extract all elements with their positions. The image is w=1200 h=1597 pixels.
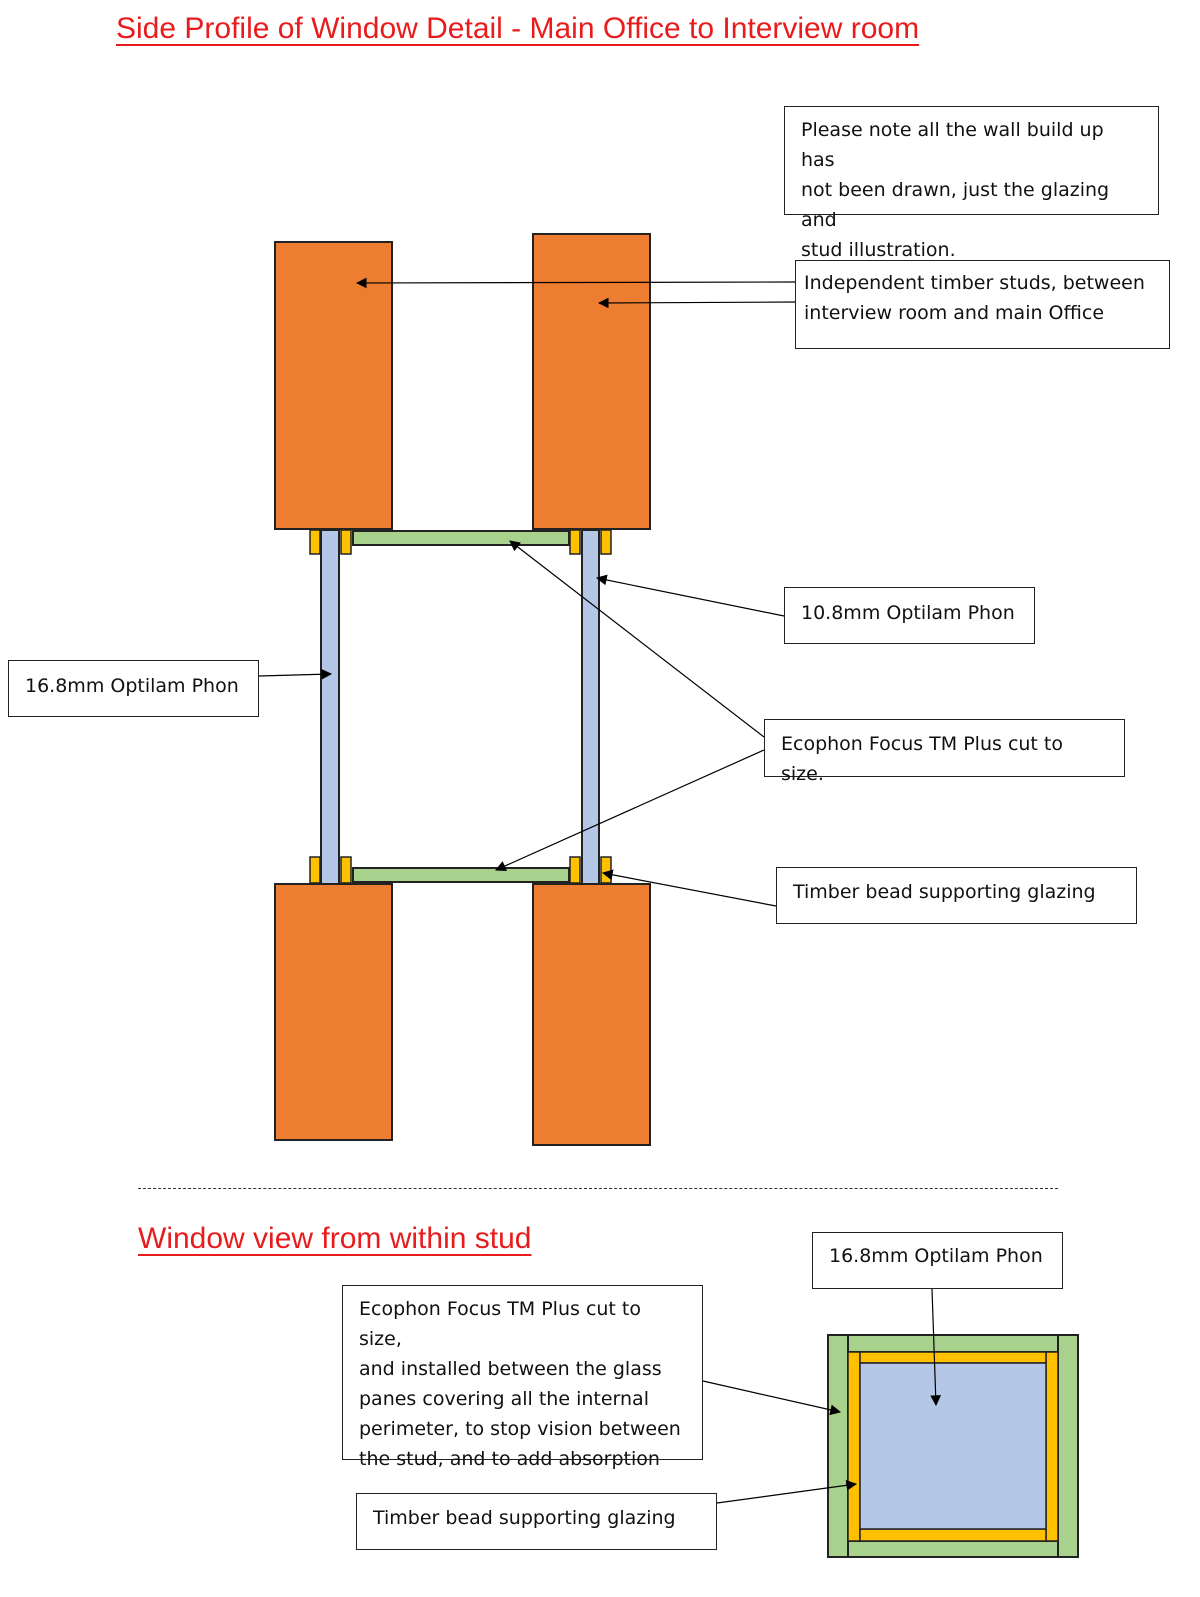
arrow-ecophon-bottom xyxy=(495,749,765,871)
view-bead-bottom xyxy=(859,1528,1047,1542)
ecophon-strip-bottom xyxy=(352,867,570,883)
bead-bottom-r2 xyxy=(600,856,612,884)
glass-16-8-side-label-box: 16.8mm Optilam Phon xyxy=(8,660,259,717)
studs-label-line: interview room and main Office xyxy=(804,302,1105,324)
window-view-title: Window view from within stud xyxy=(138,1222,532,1255)
bead-top-r1 xyxy=(569,529,581,555)
side-profile-title: Side Profile of Window Detail - Main Off… xyxy=(116,12,920,45)
bead-view-label-box: Timber bead supporting glazing xyxy=(356,1493,717,1550)
ecophon-side-label-box: Ecophon Focus TM Plus cut to size. xyxy=(764,719,1125,785)
ecophon-strip-top xyxy=(352,530,570,546)
arrow-bead-view xyxy=(716,1479,858,1504)
arrow-bead-side xyxy=(601,869,777,907)
arrow-glass-10-8 xyxy=(595,574,785,617)
ecophon-view-label-box: Ecophon Focus TM Plus cut to size, and i… xyxy=(342,1285,703,1470)
wall-note-box: Please note all the wall build up has no… xyxy=(784,106,1159,261)
ecophon-view-line: perimeter, to stop vision between xyxy=(359,1418,681,1440)
ecophon-view-line: the stud, and to add absorption xyxy=(359,1448,660,1470)
view-ecophon-left xyxy=(827,1334,849,1558)
bead-side-label: Timber bead supporting glazing xyxy=(793,881,1096,903)
view-bead-right xyxy=(1045,1351,1059,1542)
bead-view-label: Timber bead supporting glazing xyxy=(373,1507,676,1529)
bead-side-label-box: Timber bead supporting glazing xyxy=(776,867,1137,924)
view-ecophon-bottom xyxy=(847,1540,1059,1558)
view-glass-pane xyxy=(859,1362,1047,1530)
view-ecophon-right xyxy=(1057,1334,1079,1558)
glass-16-8-view-label-box: 16.8mm Optilam Phon xyxy=(812,1232,1063,1289)
arrow-glass-16-8-side xyxy=(258,668,333,680)
bead-bottom-l2 xyxy=(340,856,352,884)
timber-stud-bottom-right xyxy=(532,883,651,1146)
timber-stud-bottom-left xyxy=(274,883,393,1141)
bead-top-l2 xyxy=(340,529,352,555)
arrow-studs-right xyxy=(597,297,796,309)
studs-label-box: Independent timber studs, between interv… xyxy=(795,260,1170,349)
timber-stud-top-right xyxy=(532,233,651,530)
bead-top-r2 xyxy=(600,529,612,555)
glass-10-8-label-box: 10.8mm Optilam Phon xyxy=(784,587,1035,644)
wall-note-line: Please note all the wall build up has xyxy=(801,119,1104,171)
arrow-glass-16-8-view xyxy=(930,1288,942,1407)
bead-top-l1 xyxy=(309,529,321,555)
ecophon-view-line: Ecophon Focus TM Plus cut to size, xyxy=(359,1298,641,1350)
glass-16-8-view-label: 16.8mm Optilam Phon xyxy=(829,1245,1043,1267)
timber-stud-top-left xyxy=(274,241,393,530)
glass-16-8-side-label: 16.8mm Optilam Phon xyxy=(25,675,239,697)
bead-bottom-l1 xyxy=(309,856,321,884)
section-divider xyxy=(138,1188,1058,1189)
bead-bottom-r1 xyxy=(569,856,581,884)
glass-pane-16-8 xyxy=(320,529,340,885)
studs-label-line: Independent timber studs, between xyxy=(804,272,1145,294)
ecophon-side-label: Ecophon Focus TM Plus cut to size. xyxy=(781,733,1063,785)
wall-note-line: not been drawn, just the glazing and xyxy=(801,179,1110,231)
view-bead-left xyxy=(847,1351,861,1542)
glass-pane-10-8 xyxy=(581,529,600,885)
view-bead-top xyxy=(859,1351,1047,1364)
view-ecophon-top xyxy=(847,1334,1059,1353)
ecophon-view-line: panes covering all the internal xyxy=(359,1388,649,1410)
glass-10-8-label: 10.8mm Optilam Phon xyxy=(801,602,1015,624)
wall-note-line: stud illustration. xyxy=(801,239,956,261)
arrow-ecophon-top xyxy=(509,540,765,738)
ecophon-view-line: and installed between the glass xyxy=(359,1358,662,1380)
arrow-ecophon-view xyxy=(702,1380,842,1416)
arrow-studs-left xyxy=(355,277,796,289)
